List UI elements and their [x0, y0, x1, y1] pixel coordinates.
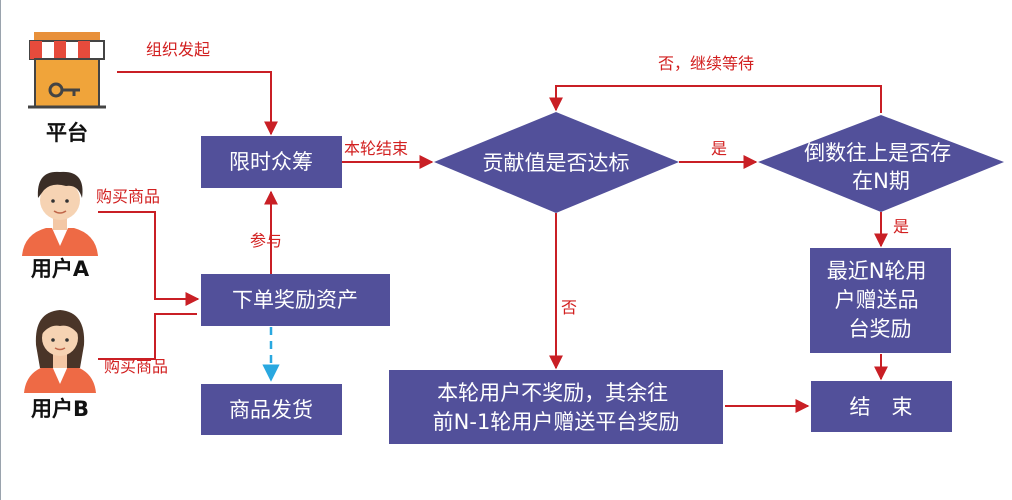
node-recent-reward-text: 最近N轮用 户赠送品 台奖励: [827, 259, 933, 341]
label-user-b-buy: 购买商品: [104, 357, 168, 376]
node-end: 结 束: [811, 381, 952, 432]
node-no-reward-text: 本轮用户不奖励，其余往 前N-1轮用户赠送平台奖励: [433, 381, 680, 434]
node-end-text: 结 束: [850, 395, 913, 419]
connectors: [98, 71, 888, 413]
label-no-keep-waiting: 否，继续等待: [658, 54, 754, 73]
node-crowdfunding-text: 限时众筹: [229, 150, 313, 174]
label-user-a-buy: 购买商品: [96, 187, 160, 206]
label-participate: 参与: [250, 231, 282, 250]
node-reward-assets: 下单奖励资产: [201, 274, 390, 326]
node-ship-goods-text: 商品发货: [229, 398, 313, 422]
node-ship-goods: 商品发货: [201, 384, 342, 435]
edge-user-a-to-reward: [98, 211, 197, 300]
label-round-end: 本轮结束: [344, 139, 408, 158]
decision-countdown-text: 倒数往上是否存 在N期: [804, 141, 958, 193]
edge-platform-to-crowdfunding: [117, 71, 278, 136]
user-b-label: 用户B: [31, 397, 89, 421]
user-a-actor: 用户A: [22, 171, 98, 281]
user-a-label: 用户A: [31, 257, 90, 281]
label-yes-1: 是: [711, 139, 727, 158]
platform-label: 平台: [46, 121, 88, 145]
decision-contribution-text: 贡献值是否达标: [483, 151, 630, 175]
user-b-actor: 用户B: [24, 310, 96, 421]
decision-countdown: 倒数往上是否存 在N期: [758, 115, 1004, 212]
node-recent-reward: 最近N轮用 户赠送品 台奖励: [810, 248, 951, 353]
edge-user-b-to-reward: [98, 313, 197, 360]
platform-actor: 平台: [28, 32, 106, 145]
decision-contribution: 贡献值是否达标: [434, 112, 679, 213]
label-no-1: 否: [561, 298, 577, 317]
woman-avatar-icon: [24, 310, 96, 393]
label-platform-initiate: 组织发起: [146, 40, 210, 59]
node-reward-assets-text: 下单奖励资产: [232, 288, 358, 312]
edge-countdown-no-loop: [549, 85, 882, 113]
man-avatar-icon: [22, 171, 98, 256]
label-yes-2: 是: [893, 217, 909, 236]
node-crowdfunding: 限时众筹: [201, 136, 342, 188]
shop-icon: [28, 32, 106, 109]
node-no-reward: 本轮用户不奖励，其余往 前N-1轮用户赠送平台奖励: [389, 370, 723, 444]
